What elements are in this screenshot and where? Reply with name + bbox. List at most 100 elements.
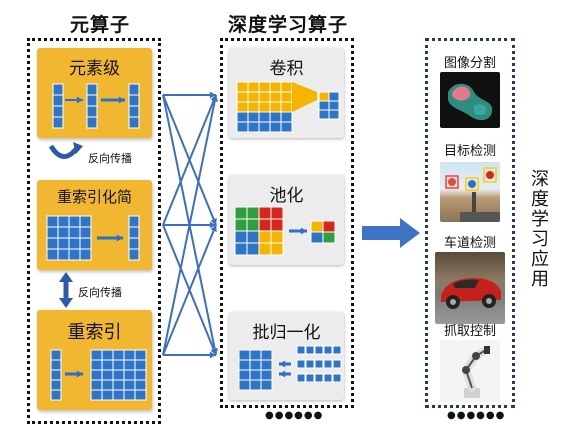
pool-input-cell bbox=[246, 230, 260, 244]
convolution-box: 卷积 bbox=[229, 48, 344, 138]
bn-row-cell bbox=[314, 373, 324, 383]
curved-backprop-arrow-icon bbox=[48, 142, 83, 159]
reindex-box: 重索引 bbox=[37, 310, 152, 410]
bn-row-cell bbox=[332, 345, 342, 355]
pool-input-cell bbox=[246, 218, 260, 232]
conv-input-cell bbox=[269, 91, 282, 103]
convolution-icon bbox=[236, 81, 340, 133]
pool-output-cell bbox=[322, 220, 336, 233]
bn-row-cell bbox=[296, 359, 306, 369]
lane-detection-car-image bbox=[435, 252, 505, 324]
batchnorm-icon bbox=[238, 345, 342, 391]
grid-cell bbox=[260, 379, 273, 391]
double-backprop-arrow-icon bbox=[59, 272, 73, 308]
pool-output-cell bbox=[310, 220, 324, 233]
pool-input-cell bbox=[270, 206, 284, 220]
arrow-head bbox=[211, 95, 219, 102]
reindex-reduce-icon bbox=[46, 215, 140, 261]
pool-input-cell bbox=[258, 218, 272, 232]
backprop-label-1: 反向传播 bbox=[88, 152, 132, 165]
applications-title-char: 学 bbox=[531, 209, 549, 230]
applications-title-char: 度 bbox=[531, 189, 549, 210]
applications-title-vertical: 深度学习应用 bbox=[529, 170, 551, 290]
bn-row-cell bbox=[296, 373, 306, 383]
bn-row-cell bbox=[332, 373, 342, 383]
pooling-icon bbox=[234, 206, 336, 256]
arrow-head bbox=[210, 225, 217, 232]
conv-input-cell bbox=[236, 121, 249, 133]
arrow-head bbox=[210, 218, 217, 225]
conv-input-cell bbox=[280, 91, 293, 103]
pool-input-cell bbox=[234, 230, 248, 244]
bn-row-cell bbox=[323, 359, 333, 369]
grid-cell bbox=[134, 389, 147, 401]
conv-output-cell bbox=[328, 91, 340, 102]
conv-input-cell bbox=[258, 81, 271, 93]
pool-input-cell bbox=[258, 242, 272, 256]
column-cell bbox=[128, 248, 140, 261]
arrow-head bbox=[279, 370, 286, 378]
arrow-head bbox=[279, 360, 286, 368]
middle-section-frame bbox=[220, 38, 354, 408]
applications-title-char: 应 bbox=[531, 249, 549, 270]
conv-input-cell bbox=[247, 81, 260, 93]
reindex-icon bbox=[50, 349, 147, 401]
bn-row-cell bbox=[305, 359, 315, 369]
pool-input-cell bbox=[234, 218, 248, 232]
right-section-frame bbox=[425, 38, 515, 408]
bn-row-cell bbox=[314, 345, 324, 355]
grid-cell bbox=[249, 379, 262, 391]
conv-output-cell bbox=[318, 91, 330, 102]
app-label-segmentation: 图像分割 bbox=[443, 56, 496, 71]
conv-input-cell bbox=[258, 91, 271, 103]
conv-output-cell bbox=[328, 100, 340, 111]
conv-input-cell bbox=[280, 101, 293, 113]
bn-row-cell bbox=[305, 373, 315, 383]
applications-title-char: 习 bbox=[531, 229, 549, 250]
big-right-arrow-icon bbox=[362, 218, 420, 248]
arrow-head bbox=[76, 370, 83, 378]
left-section-frame bbox=[27, 38, 161, 424]
applications-title-char: 深 bbox=[531, 169, 549, 190]
grid-cell bbox=[249, 359, 262, 371]
grid-cell bbox=[238, 359, 251, 371]
arrow-line bbox=[162, 94, 217, 356]
conv-input-cell bbox=[247, 101, 260, 113]
conv-input-cell bbox=[236, 81, 249, 93]
middle-ellipsis: ●●●●●● bbox=[265, 410, 324, 421]
backprop-label-2: 反向传播 bbox=[78, 286, 122, 299]
pool-output-cell bbox=[310, 231, 324, 244]
conv-input-cell bbox=[269, 111, 282, 123]
pool-input-cell bbox=[258, 206, 272, 220]
grid-cell bbox=[238, 369, 251, 381]
elementwise-icon bbox=[52, 83, 140, 129]
conv-input-cell bbox=[258, 121, 271, 133]
conv-input-cell bbox=[269, 121, 282, 133]
pool-input-cell bbox=[246, 206, 260, 220]
column-cell bbox=[50, 389, 62, 401]
grid-cell bbox=[238, 349, 251, 361]
conv-input-cell bbox=[280, 111, 293, 123]
grid-cell bbox=[249, 369, 262, 381]
column-cell bbox=[128, 116, 140, 129]
elementwise-label: 元素级 bbox=[69, 59, 120, 79]
conv-input-cell bbox=[247, 91, 260, 103]
arrow-head bbox=[300, 227, 307, 235]
left-section-title: 元算子 bbox=[70, 14, 131, 36]
segmentation-image bbox=[440, 72, 500, 128]
arrow-head bbox=[118, 96, 125, 104]
arrow-head bbox=[116, 234, 123, 242]
bn-row-cell bbox=[296, 345, 306, 355]
pool-input-cell bbox=[270, 218, 284, 232]
bn-row-cell bbox=[305, 345, 315, 355]
pooling-label: 池化 bbox=[269, 186, 304, 206]
pool-input-cell bbox=[270, 242, 284, 256]
convolution-label: 卷积 bbox=[269, 59, 304, 79]
batchnorm-box: 批归一化 bbox=[229, 312, 344, 400]
grid-cell bbox=[238, 379, 251, 391]
bn-row-cell bbox=[323, 373, 333, 383]
conv-projection bbox=[292, 82, 317, 112]
app-label-lane: 车道检测 bbox=[443, 236, 496, 251]
reindex-label: 重索引 bbox=[67, 322, 122, 343]
grid-cell bbox=[79, 248, 92, 261]
